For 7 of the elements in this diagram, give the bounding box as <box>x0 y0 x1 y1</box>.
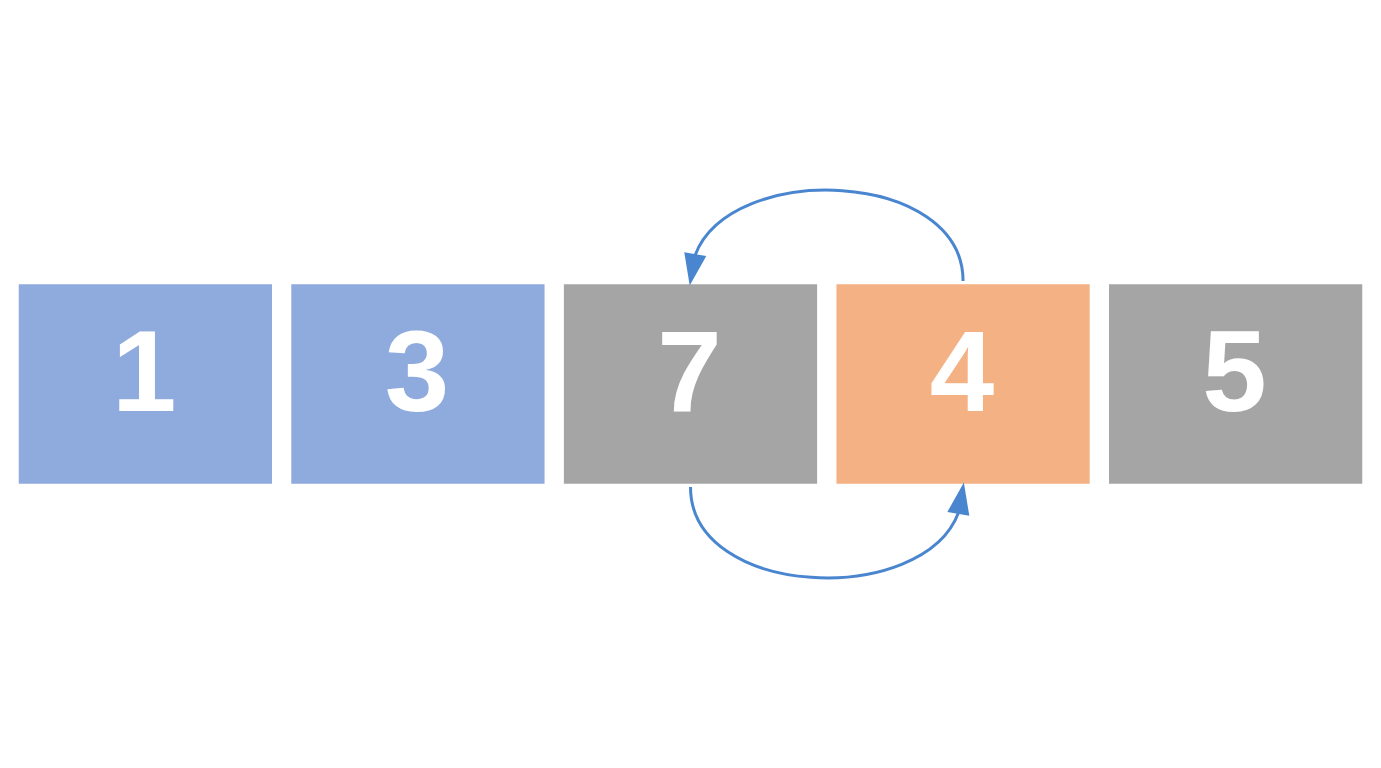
node-box: 7 <box>561 282 820 486</box>
node-box: 3 <box>289 282 547 486</box>
arrow <box>684 189 965 286</box>
node-box: 4 <box>834 282 1092 486</box>
arrow <box>689 482 970 579</box>
node-box: 1 <box>16 282 275 486</box>
node-box: 5 <box>1106 282 1365 486</box>
